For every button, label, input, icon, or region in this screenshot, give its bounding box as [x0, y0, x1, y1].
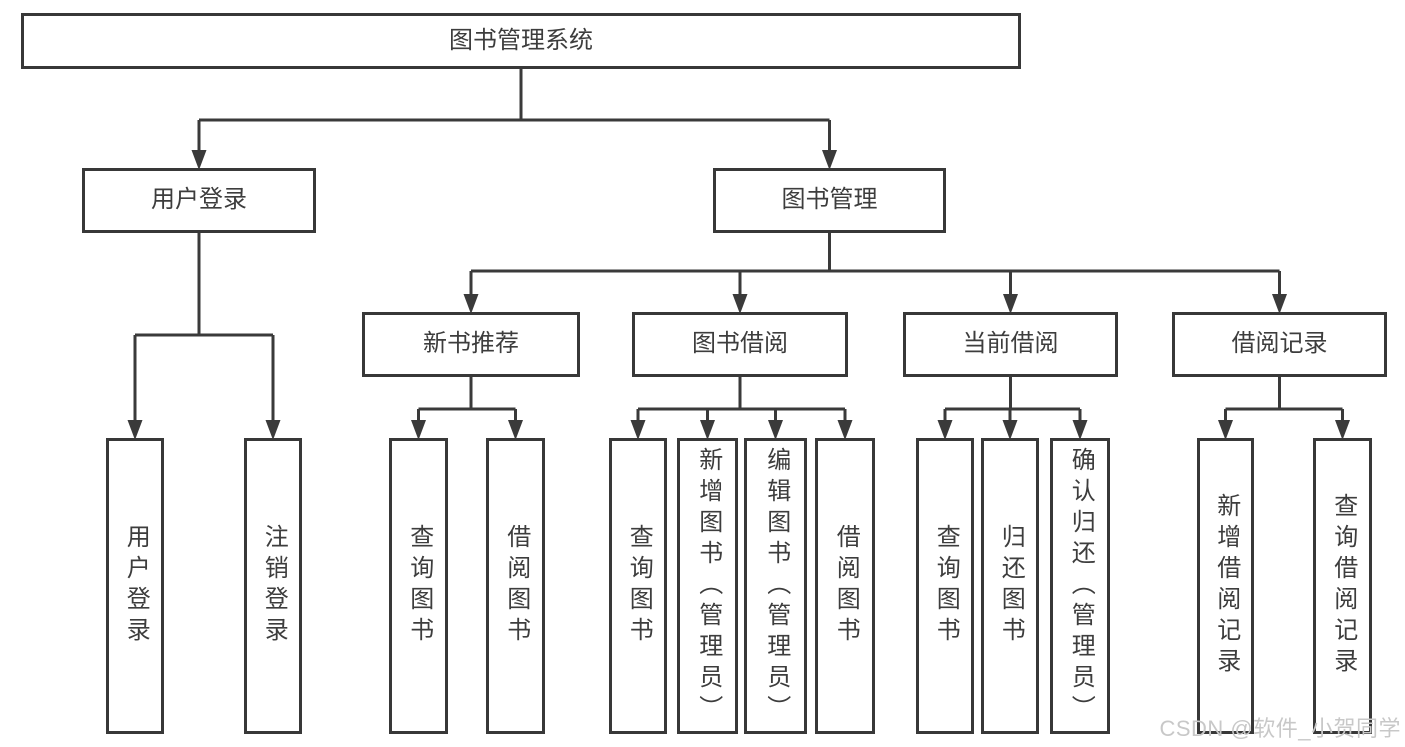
node-label: 注销登录 — [260, 524, 288, 648]
node-login-user: 用户登录 — [106, 438, 164, 734]
node-label: 新增借阅记录 — [1212, 493, 1240, 679]
arrowhead-icon — [822, 150, 837, 170]
node-borrow: 图书借阅 — [632, 312, 848, 377]
arrowhead-icon — [732, 294, 748, 314]
node-label: 图书借阅 — [692, 330, 788, 358]
node-label: 借阅图书 — [502, 524, 530, 648]
node-rec: 新书推荐 — [362, 312, 580, 377]
node-label: 新增图书（管理员） — [694, 446, 722, 726]
node-label: 用户登录 — [151, 186, 247, 214]
node-mgmt: 图书管理 — [713, 168, 946, 233]
arrowhead-icon — [191, 150, 207, 170]
node-borrow-query: 查询图书 — [609, 438, 667, 734]
node-cur-return: 归还图书 — [981, 438, 1039, 734]
node-label: 用户登录 — [122, 524, 150, 648]
arrowhead-icon — [1218, 420, 1233, 440]
node-label: 确认归还（管理员） — [1067, 446, 1095, 726]
node-label: 归还图书 — [997, 524, 1025, 648]
node-cur-query: 查询图书 — [916, 438, 974, 734]
node-root: 图书管理系统 — [21, 13, 1021, 69]
node-label: 查询借阅记录 — [1329, 493, 1357, 679]
arrowhead-icon — [265, 420, 281, 440]
node-borrow-add: 新增图书（管理员） — [677, 438, 738, 734]
node-label: 编辑图书（管理员） — [762, 446, 790, 726]
node-label: 当前借阅 — [962, 330, 1059, 358]
node-current: 当前借阅 — [903, 312, 1118, 377]
node-borrow-edit: 编辑图书（管理员） — [744, 438, 807, 734]
node-borrow-borrow: 借阅图书 — [815, 438, 875, 734]
node-label: 图书管理系统 — [449, 26, 593, 54]
node-login: 用户登录 — [82, 168, 316, 233]
arrowhead-icon — [837, 420, 853, 440]
arrowhead-icon — [1072, 420, 1088, 440]
arrowhead-icon — [1272, 294, 1287, 314]
arrowhead-icon — [1335, 420, 1350, 440]
node-recs-add: 新增借阅记录 — [1197, 438, 1254, 734]
node-rec-borrow: 借阅图书 — [486, 438, 545, 734]
node-label: 查询图书 — [625, 524, 653, 648]
node-label: 借阅图书 — [832, 524, 860, 648]
arrowhead-icon — [508, 420, 523, 440]
arrowhead-icon — [937, 420, 953, 440]
node-label: 查询图书 — [405, 524, 433, 648]
arrowhead-icon — [630, 420, 646, 440]
node-label: 新书推荐 — [423, 330, 519, 358]
node-label: 查询图书 — [932, 524, 960, 648]
arrowhead-icon — [768, 420, 783, 440]
arrowhead-icon — [411, 420, 426, 440]
node-label: 图书管理 — [781, 186, 878, 214]
node-recs-query: 查询借阅记录 — [1313, 438, 1372, 734]
arrowhead-icon — [700, 420, 715, 440]
node-rec-query: 查询图书 — [389, 438, 448, 734]
arrowhead-icon — [1003, 294, 1018, 314]
node-records: 借阅记录 — [1172, 312, 1387, 377]
node-label: 借阅记录 — [1231, 330, 1328, 358]
arrowhead-icon — [463, 294, 479, 314]
node-cur-confirm: 确认归还（管理员） — [1050, 438, 1110, 734]
arrowhead-icon — [127, 420, 143, 440]
arrowhead-icon — [1002, 420, 1018, 440]
node-login-logout: 注销登录 — [244, 438, 302, 734]
